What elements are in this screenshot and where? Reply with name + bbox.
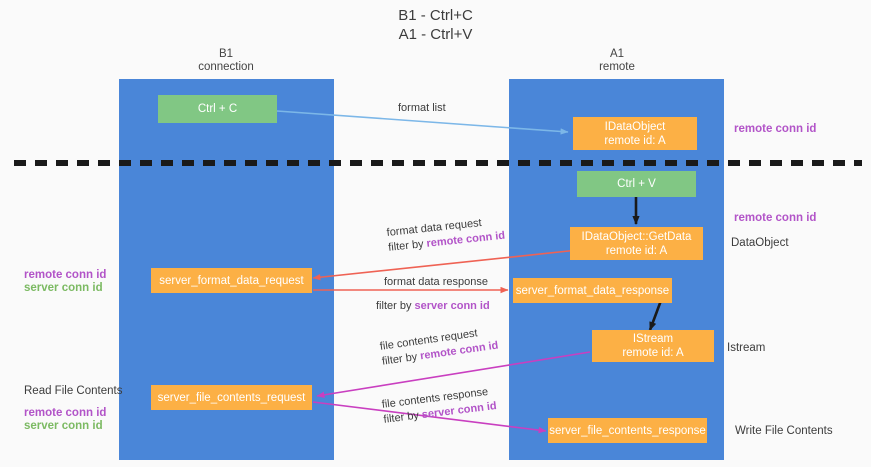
- title-line-2: A1 - Ctrl+V: [398, 26, 473, 43]
- edge-label-format-list-text: format list: [398, 102, 446, 114]
- node-getdata-line2: remote id: A: [605, 244, 668, 257]
- node-istream-line2: remote id: A: [622, 347, 684, 359]
- lane-header-a1-name: A1: [609, 48, 625, 60]
- lane-header-a1-sub: remote: [599, 61, 635, 73]
- annotation-left-server-conn-id-bottom: server conn id: [24, 420, 103, 432]
- node-server-format-data-request-label: server_format_data_request: [159, 274, 304, 287]
- page-title: B1 - Ctrl+C A1 - Ctrl+V: [0, 6, 871, 44]
- edge-file-contents-request: [316, 351, 591, 398]
- node-idataobject-line1: IDataObject: [604, 120, 666, 133]
- edge-format-list: [276, 110, 569, 135]
- node-server-format-data-request[interactable]: server_format_data_request: [151, 268, 312, 293]
- node-server-file-contents-response-label: server_file_contents_response: [549, 424, 706, 437]
- edge-label-format-data-response-line2: filter by server conn id: [376, 298, 490, 314]
- node-ctrl-v-label: Ctrl + V: [617, 178, 656, 190]
- node-getdata[interactable]: IDataObject::GetData remote id: A: [570, 227, 703, 260]
- annotation-remote-conn-id-mid: remote conn id: [734, 212, 817, 224]
- edge-format-data-request: [312, 249, 579, 281]
- token-server-conn-id: server conn id: [414, 300, 490, 312]
- node-ctrl-c[interactable]: Ctrl + C: [158, 95, 277, 123]
- lane-header-b1-sub: connection: [198, 61, 254, 73]
- node-server-format-data-response-label: server_format_data_response: [515, 284, 670, 297]
- edge-file-contents-response: [312, 401, 547, 434]
- node-istream[interactable]: IStream remote id: A: [592, 330, 714, 362]
- edge-label-format-data-response: format data response filter by server co…: [376, 274, 490, 314]
- annotation-dataobject: DataObject: [731, 237, 789, 249]
- node-idataobject-line2: remote id: A: [604, 134, 666, 147]
- node-getdata-line1: IDataObject::GetData: [581, 230, 692, 243]
- node-istream-line1: IStream: [632, 333, 674, 345]
- node-idataobject[interactable]: IDataObject remote id: A: [573, 117, 697, 150]
- node-ctrl-v[interactable]: Ctrl + V: [577, 171, 696, 197]
- node-ctrl-c-label: Ctrl + C: [197, 103, 238, 115]
- lane-header-a1: A1 remote: [517, 48, 717, 74]
- edge-label-format-data-response-line1: format data response: [384, 276, 488, 288]
- filter-prefix: filter by: [387, 237, 428, 254]
- edge-label-format-list: format list: [398, 100, 446, 116]
- annotation-read-file-contents: Read File Contents: [24, 385, 123, 397]
- annotation-istream: Istream: [727, 342, 766, 354]
- annotation-write-file-contents: Write File Contents: [735, 425, 833, 437]
- filter-prefix: filter by: [381, 350, 422, 368]
- filter-prefix: filter by: [382, 409, 423, 426]
- node-server-file-contents-request-label: server_file_contents_request: [157, 391, 306, 404]
- filter-prefix: filter by: [376, 300, 415, 312]
- node-server-format-data-response[interactable]: server_format_data_response: [513, 278, 672, 303]
- lane-header-b1: B1 connection: [126, 48, 326, 74]
- node-server-file-contents-response[interactable]: server_file_contents_response: [548, 418, 707, 443]
- annotation-left-server-conn-id-mid: server conn id: [24, 282, 103, 294]
- lane-header-b1-name: B1: [218, 48, 234, 60]
- annotation-left-remote-conn-id-mid: remote conn id: [24, 269, 107, 281]
- annotation-left-remote-conn-id-bottom: remote conn id: [24, 407, 107, 419]
- node-server-file-contents-request[interactable]: server_file_contents_request: [151, 385, 312, 410]
- title-line-1: B1 - Ctrl+C: [398, 7, 473, 24]
- annotation-remote-conn-id-top: remote conn id: [734, 123, 817, 135]
